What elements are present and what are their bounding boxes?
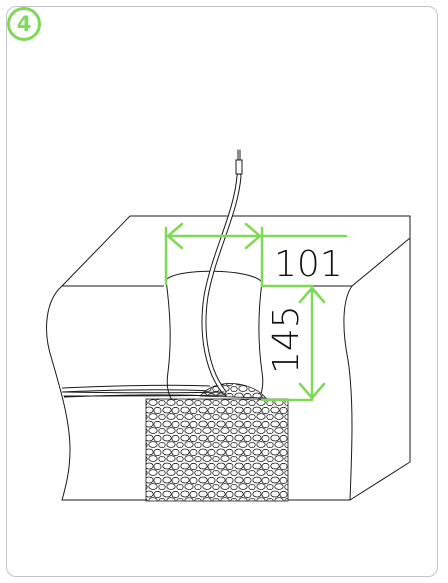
bore-hole-right-wall: [257, 281, 264, 401]
cable-connector-tip: [237, 149, 241, 161]
step-number-badge: 4: [7, 7, 41, 41]
cable-inner: [202, 174, 241, 394]
width-arrowhead-right: [244, 222, 262, 250]
ground-slab: [46, 215, 411, 501]
width-dimension-label: 101: [274, 244, 343, 285]
depth-arrowhead-top: [298, 286, 326, 304]
slab-right-face: [343, 285, 353, 501]
bore-hole-left-wall: [165, 279, 173, 401]
depth-dimension: [260, 284, 326, 402]
depth-arrowhead-bottom: [298, 382, 326, 400]
slab-left-face: [46, 285, 145, 501]
gravel-mound: [199, 383, 267, 399]
cable-tail-1: [63, 391, 225, 394]
depth-dimension-label: 145: [266, 305, 307, 374]
cable-tail-2: [63, 394, 227, 397]
gravel-bed: [145, 398, 289, 502]
width-dimension: [164, 222, 348, 288]
slab-top-surface: [61, 215, 411, 287]
sensor-cable: [63, 149, 243, 397]
width-arrowhead-left: [166, 222, 184, 250]
cable-connector: [235, 159, 243, 175]
